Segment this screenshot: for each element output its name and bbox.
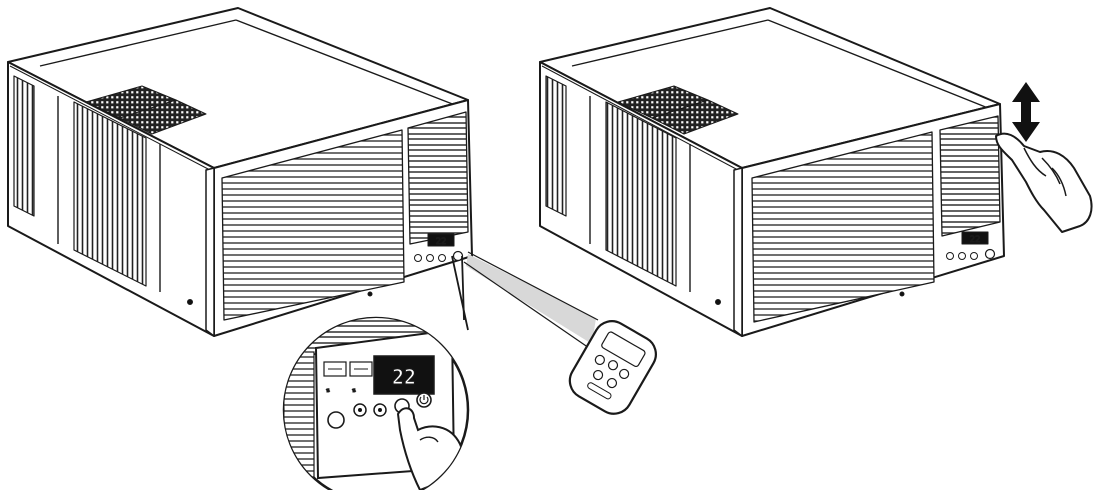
control-panel-zoom-inset: ⇅ ⇅ 22	[282, 316, 470, 495]
right-unit-display-readout: 22	[970, 235, 981, 245]
mode-button	[327, 411, 345, 429]
pointing-hand-icon	[995, 132, 1093, 233]
svg-text:⇅: ⇅	[352, 387, 356, 394]
right-air-conditioner-unit: 22	[539, 7, 1005, 337]
left-unit-display-readout: 22	[436, 237, 447, 247]
svg-text:⇅: ⇅	[326, 387, 330, 394]
remote-control-icon	[463, 251, 657, 415]
temperature-display: 22	[391, 365, 416, 390]
temperature-readout: 22	[392, 365, 416, 389]
zoom-connector-line	[451, 255, 469, 331]
zoom-connector-line	[461, 255, 465, 321]
double-headed-vertical-arrow-icon	[1012, 82, 1040, 142]
left-air-conditioner-unit: 22	[7, 7, 473, 337]
